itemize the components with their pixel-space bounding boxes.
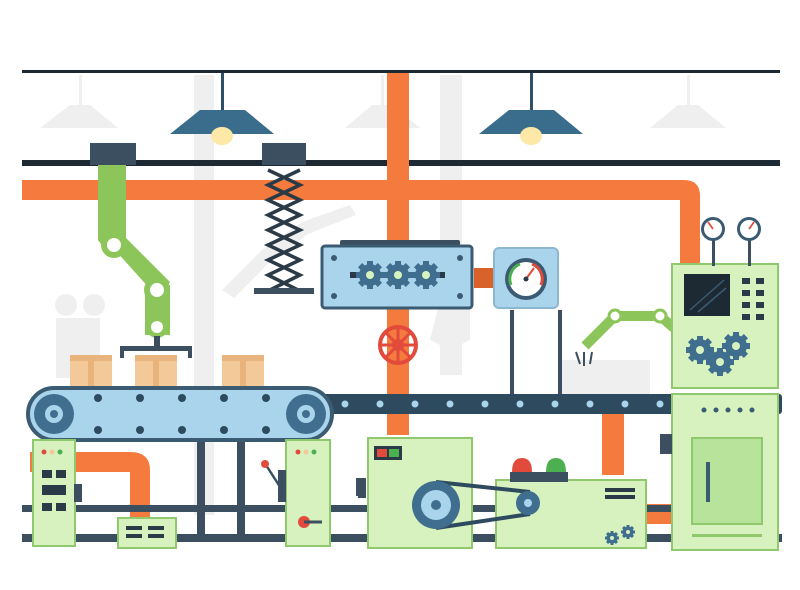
scissor-lift-icon bbox=[254, 143, 314, 294]
cardboard-box-icon bbox=[135, 355, 177, 387]
gear-icon bbox=[34, 394, 74, 434]
ceiling-lamp-icon bbox=[170, 73, 274, 145]
valve-wheel-icon bbox=[378, 325, 418, 365]
cardboard-box-icon bbox=[222, 355, 264, 387]
robotic-arm-icon bbox=[90, 143, 192, 358]
control-panel-icon bbox=[660, 263, 779, 551]
gear-icon bbox=[286, 394, 326, 434]
conveyor-belt-icon bbox=[26, 386, 334, 442]
pressure-gauge-icon bbox=[493, 247, 559, 309]
pipe-clamps bbox=[74, 478, 364, 502]
control-panel-icon bbox=[261, 439, 331, 547]
gear-icon bbox=[412, 481, 460, 529]
control-panel-icon bbox=[32, 439, 76, 547]
belt-drive-machine bbox=[358, 437, 647, 549]
pressure-gauge-icon bbox=[737, 217, 761, 266]
conveyor-belt-icon bbox=[322, 394, 782, 414]
pressure-gauge-icon bbox=[701, 217, 725, 266]
gear-icon bbox=[516, 491, 540, 515]
control-panel-icon bbox=[117, 517, 177, 549]
cardboard-box-icon bbox=[70, 355, 112, 387]
gear-press-machine bbox=[320, 240, 474, 310]
ceiling-lamp-icon bbox=[479, 73, 583, 145]
